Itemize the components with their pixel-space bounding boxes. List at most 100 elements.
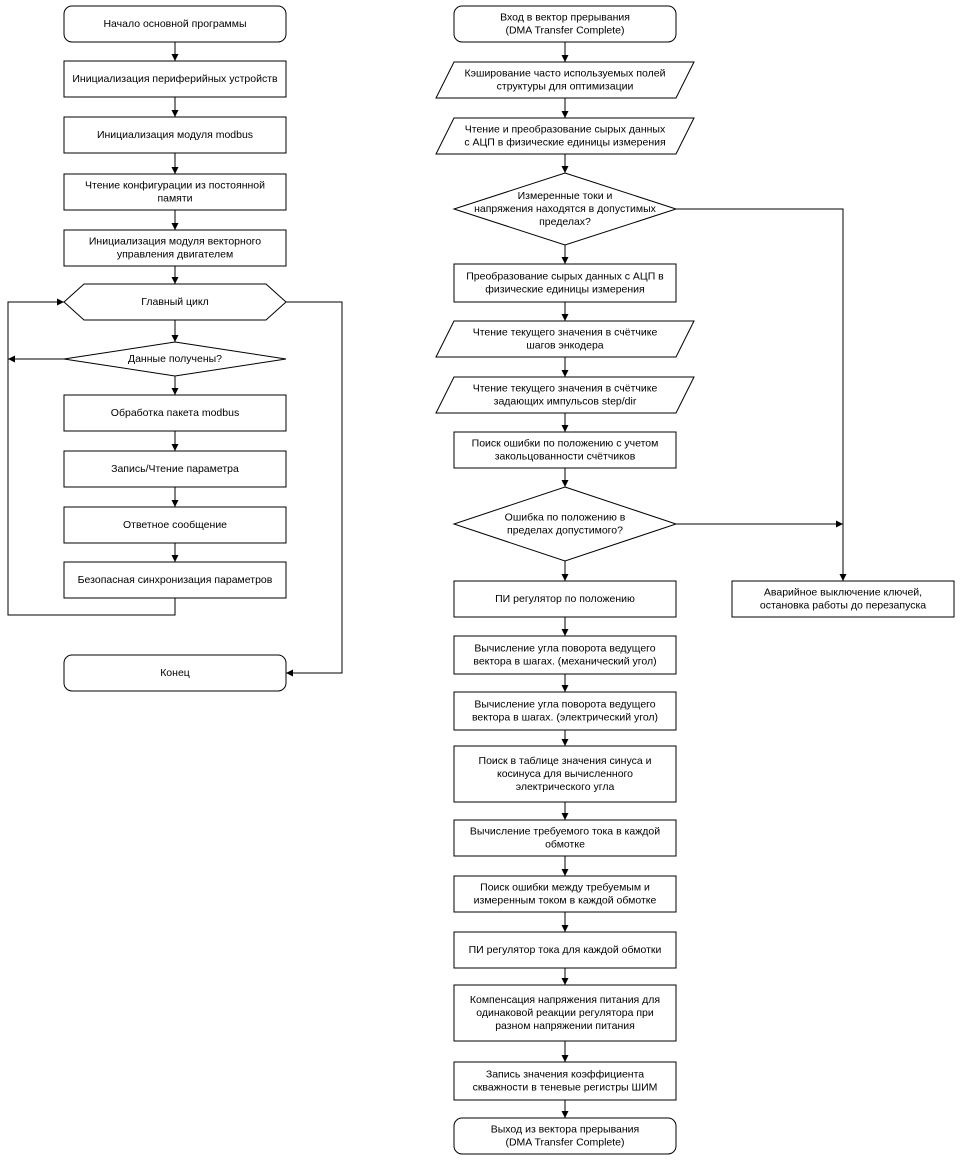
arrowhead [561,111,569,118]
required-current-step-label: Вычисление требуемого тока в каждой [470,826,660,838]
arrowhead [561,55,569,62]
interrupt-exit-terminal: Выход из вектора прерывания(DMA Transfer… [453,1117,677,1155]
response-step: Ответное сообщение [63,506,287,544]
read-encoder-io-label: Чтение текущего значения в счётчике [473,327,658,339]
arrowhead [561,370,569,377]
cache-fields-io: Кэширование часто используемых полейстру… [435,61,695,99]
main-loop-hexagon-label: Главный цикл [141,296,209,308]
arrowhead [171,277,179,284]
limits-check-decision-shape [452,172,678,246]
current-error-step-shape [453,875,677,913]
connector-line [286,301,343,674]
arrowhead [561,978,569,985]
arrowhead [171,444,179,451]
limits-check-decision-label: Измеренные токи и [518,190,613,202]
arrowhead [171,223,179,230]
read-stepdir-io-shape [435,376,695,414]
write-pwm-step-label: скважности в теневые регистры ШИМ [473,1082,658,1094]
voltage-compensation-step-label: Компенсация напряжения питания для [470,994,660,1006]
read-adc-io-shape [435,117,695,155]
data-received-decision-shape [63,341,287,377]
current-error-step-label: Поиск ошибки между требуемым и [480,882,650,894]
pi-position-step: ПИ регулятор по положению [453,580,677,618]
arrowhead [561,739,569,746]
voltage-compensation-step-label: одинаковой реакции регулятора при [476,1007,654,1019]
process-packet-step: Обработка пакета modbus [63,394,287,432]
arrowhead [561,925,569,932]
read-encoder-io-label: шагов энкодера [526,340,603,352]
read-config-step-shape [63,173,287,211]
start-terminal-shape [63,5,287,43]
voltage-compensation-step-shape [453,984,677,1042]
elec-angle-step: Вычисление угла поворота ведущеговектора… [453,691,677,731]
cache-fields-io-label: Кэширование часто используемых полей [465,68,666,80]
arrowhead [561,257,569,264]
init-periphery-step: Инициализация периферийных устройств [63,60,287,98]
arrowhead [836,520,843,528]
elec-angle-step-label: Вычисление угла поворота ведущего [474,699,655,711]
convert-adc-step: Преобразование сырых данных с АЦП вфизич… [453,263,677,303]
pi-current-step-shape [453,931,677,969]
cache-fields-io-label: структуры для оптимизации [497,81,634,93]
write-pwm-step-shape [453,1061,677,1101]
process-packet-step-shape [63,394,287,432]
connector-line [7,301,176,616]
sin-cos-lookup-step-label: электрического угла [516,781,615,793]
response-step-shape [63,506,287,544]
arrowhead [561,425,569,432]
sin-cos-lookup-step-label: косинуса для вычисленного [497,768,633,780]
arrowhead [171,388,179,395]
arrowhead [561,1055,569,1062]
position-check-decision-label: пределах допустимого? [507,525,623,537]
safe-sync-step-shape [63,561,287,599]
main-loop-hexagon-shape [63,283,287,321]
arrowhead [561,480,569,487]
position-error-step-label: Поиск ошибки по положению с учетом [472,438,659,450]
init-periphery-step-label: Инициализация периферийных устройств [72,73,278,85]
process-packet-step-label: Обработка пакета modbus [111,407,239,419]
safe-sync-step: Безопасная синхронизация параметров [63,561,287,599]
arrowhead [561,869,569,876]
arrowhead [171,555,179,562]
init-vector-control-step-label: Инициализация модуля векторного [89,236,261,248]
voltage-compensation-step: Компенсация напряжения питания дляодинак… [453,984,677,1042]
read-config-step-label: Чтение конфигурации из постоянной [85,180,265,192]
limits-check-decision-label: напряжения находятся в допустимых [474,203,657,215]
arrowhead [561,629,569,636]
arrowhead [561,1111,569,1118]
mech-angle-step: Вычисление угла поворота ведущеговектора… [453,635,677,675]
read-adc-io-label: Чтение и преобразование сырых данных [465,124,666,136]
init-vector-control-step: Инициализация модуля векторногоуправлени… [63,229,287,267]
read-stepdir-io: Чтение текущего значения в счётчикезадаю… [435,376,695,414]
voltage-compensation-step-label: разном напряжении питания [495,1020,635,1032]
interrupt-enter-terminal-label: Вход в вектор прерывания [500,12,630,24]
arrowhead [171,110,179,117]
pi-current-step-label: ПИ регулятор тока для каждой обмотки [469,944,662,956]
connector-line [676,208,844,581]
convert-adc-step-shape [453,263,677,303]
arrowhead [839,574,847,581]
pi-position-step-label: ПИ регулятор по положению [495,593,635,605]
arrowhead [171,500,179,507]
mech-angle-step-label: вектора в шагах. (механический угол) [473,656,656,668]
init-vector-control-step-label: управления двигателем [117,249,233,261]
start-terminal-label: Начало основной программы [103,18,246,30]
arrowhead [286,669,293,677]
arrowhead [171,54,179,61]
arrowhead [561,166,569,173]
emergency-shutdown-step-label: Аварийное выключение ключей, [764,587,922,599]
limits-check-decision-label: пределах? [539,216,591,228]
arrowhead [561,314,569,321]
convert-adc-step-label: физические единицы измерения [485,284,644,296]
emergency-shutdown-step-shape [731,580,955,618]
arrowhead [171,335,179,342]
arrowhead [561,574,569,581]
interrupt-enter-terminal-shape [453,5,677,43]
init-modbus-step-shape [63,116,287,154]
pi-position-step-shape [453,580,677,618]
arrowhead [171,167,179,174]
